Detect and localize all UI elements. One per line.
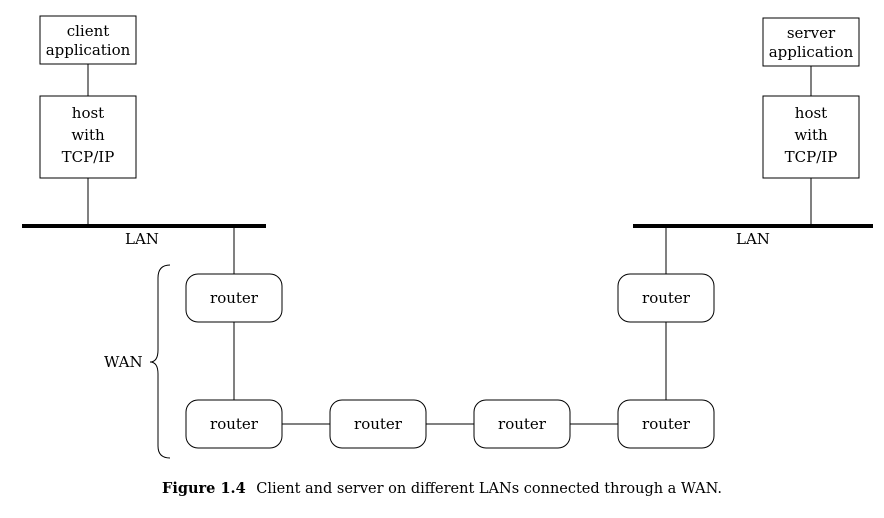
figure-number: Figure 1.4 <box>162 480 246 497</box>
client-host-box: host with TCP/IP <box>39 95 137 179</box>
lan-right-label: LAN <box>736 230 770 248</box>
router-label: router <box>642 289 691 307</box>
lan-left-label: LAN <box>125 230 159 248</box>
router-top-left: router <box>185 273 283 323</box>
router-bottom-4: router <box>617 399 715 449</box>
router-bottom-3: router <box>473 399 571 449</box>
wan-label: WAN <box>104 353 143 371</box>
router-label: router <box>210 289 259 307</box>
client-app-line-2: application <box>46 41 131 59</box>
wan-brace <box>149 264 171 459</box>
server-host-line-2: with <box>794 126 828 144</box>
client-host-line-3: TCP/IP <box>62 148 115 166</box>
router-bottom-1: router <box>185 399 283 449</box>
caption-text: Client and server on different LANs conn… <box>256 481 722 497</box>
router-label: router <box>354 415 403 433</box>
router-top-right: router <box>617 273 715 323</box>
client-app-line-1: client <box>67 22 110 40</box>
server-application-box: server application <box>762 17 860 67</box>
server-host-line-3: TCP/IP <box>785 148 838 166</box>
router-label: router <box>498 415 547 433</box>
figure-caption: Figure 1.4 Client and server on differen… <box>0 480 884 497</box>
client-host-line-2: with <box>71 126 105 144</box>
router-label: router <box>642 415 691 433</box>
router-bottom-2: router <box>329 399 427 449</box>
router-label: router <box>210 415 259 433</box>
client-application-box: client application <box>39 15 137 65</box>
client-host-line-1: host <box>72 104 104 122</box>
connector-lines <box>87 64 812 425</box>
server-app-line-1: server <box>787 24 836 42</box>
server-host-line-1: host <box>795 104 827 122</box>
server-host-box: host with TCP/IP <box>762 95 860 179</box>
server-app-line-2: application <box>769 43 854 61</box>
